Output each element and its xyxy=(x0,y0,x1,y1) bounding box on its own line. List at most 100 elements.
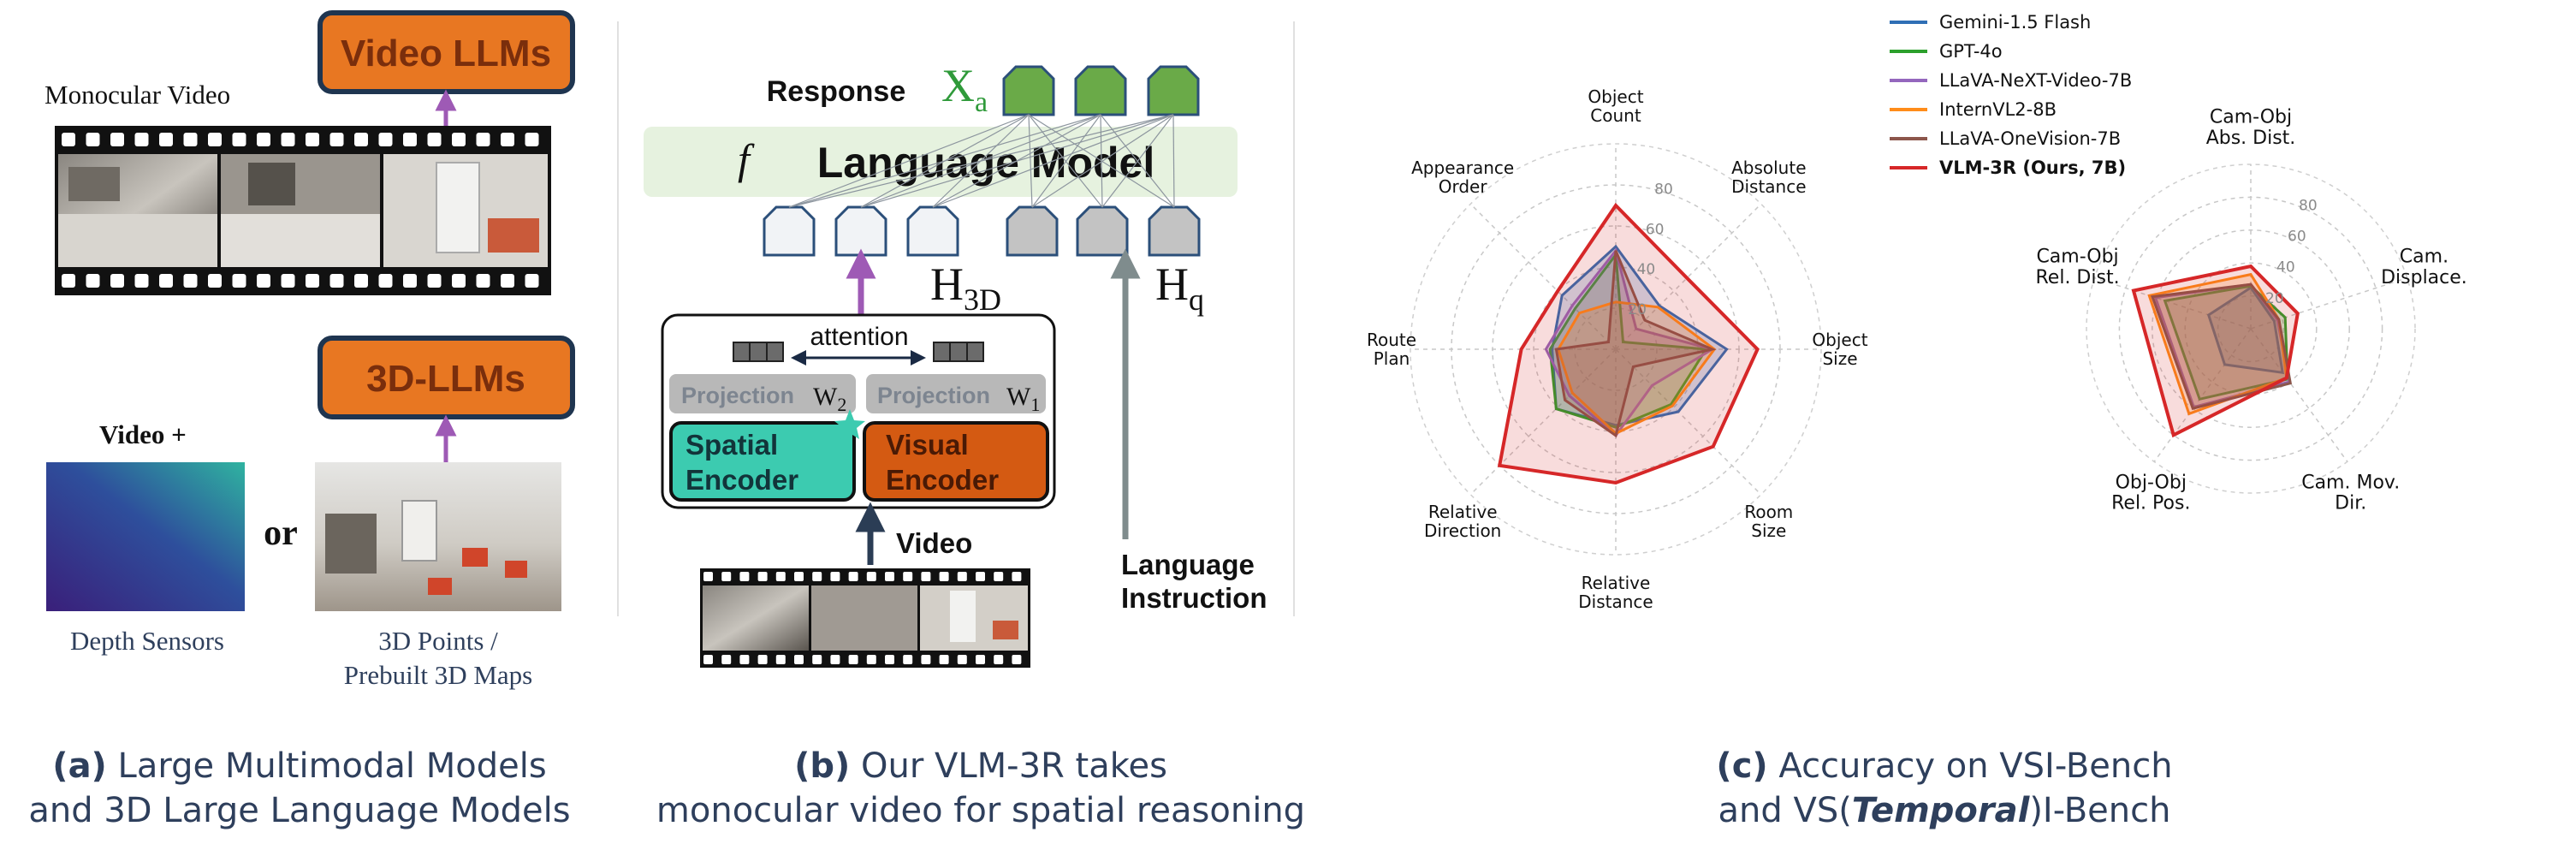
film-hole xyxy=(739,572,750,581)
w1-sub: 1 xyxy=(1030,394,1040,415)
caption-b-line-1: (b) Our VLM-3R takes xyxy=(794,746,1167,786)
film-hole xyxy=(794,572,804,581)
film-hole xyxy=(354,133,368,146)
star-icon xyxy=(834,409,865,439)
film-hole xyxy=(86,133,100,146)
film-hole xyxy=(903,655,913,664)
radar-spoke xyxy=(2250,328,2348,462)
film-hole xyxy=(134,133,149,146)
video-plus-label: Video + xyxy=(99,419,187,449)
caption-c-text-2b: Temporal xyxy=(1852,791,2031,830)
hq-sub: q xyxy=(1189,282,1204,317)
film-hole xyxy=(134,274,149,288)
w1-label: W1 xyxy=(1006,383,1040,415)
response-token xyxy=(1074,65,1127,116)
film-hole xyxy=(703,572,713,581)
attention-link xyxy=(1172,114,1175,208)
language-instruction-line-2: Instruction xyxy=(1121,582,1267,614)
radar-axis-label-line: Plan xyxy=(1374,348,1410,369)
film-hole xyxy=(994,655,1004,664)
h3d-main: H xyxy=(930,259,964,310)
radar-series-gemini-1-5-flash xyxy=(2206,285,2285,375)
film-hole xyxy=(378,274,393,288)
film-hole xyxy=(62,274,75,288)
radar-axis-label-line: Distance xyxy=(1578,591,1653,612)
radar-axis-label-line: Relative xyxy=(1582,573,1651,593)
projection-w2-label: Projection xyxy=(681,383,794,408)
depth-sensors-label: Depth Sensors xyxy=(70,626,224,656)
film-hole xyxy=(183,274,198,288)
attention-link xyxy=(1031,114,1101,208)
radar-axis-label-line: Obj-Obj xyxy=(2116,473,2187,494)
film-hole xyxy=(994,572,1004,581)
visual-encoder-line-2: Encoder xyxy=(886,464,999,496)
caption-c-text-2c: )I-Bench xyxy=(2029,791,2170,830)
film-hole xyxy=(329,133,344,146)
visual-encoder-line-1: Visual xyxy=(886,429,969,461)
attention-link xyxy=(788,114,1030,208)
radar-axis-label-line: Absolute xyxy=(1731,158,1806,178)
radar-spoke xyxy=(1469,203,1617,350)
attention-link xyxy=(1028,114,1103,208)
film-hole xyxy=(452,133,466,146)
film-hole xyxy=(452,274,466,288)
film-hole xyxy=(921,572,931,581)
caption-b-text-1: Our VLM-3R takes xyxy=(850,746,1167,786)
film-hole xyxy=(86,274,100,288)
film-hole xyxy=(329,274,344,288)
h3d-label: H3D xyxy=(930,259,1001,317)
caption-c-line-2: and VS(Temporal)I-Bench xyxy=(1718,791,2171,830)
radar-axis-label-line: Appearance xyxy=(1411,158,1514,178)
w2-sub: 2 xyxy=(837,394,846,415)
radar-spoke xyxy=(1469,348,1617,496)
film-hole xyxy=(403,274,417,288)
film-hole xyxy=(110,274,124,288)
film-hole xyxy=(885,572,894,581)
caption-a-line-1: (a) Large Multimodal Models xyxy=(52,746,546,786)
radar-axis-label-line: Rel. Pos. xyxy=(2111,493,2190,514)
w2-label: W2 xyxy=(813,383,846,415)
xa-label: Xa xyxy=(941,60,988,118)
film-hole xyxy=(830,572,840,581)
film-hole xyxy=(306,133,319,146)
film-hole xyxy=(757,655,768,664)
caption-c-text-2a: and VS( xyxy=(1718,791,1852,830)
radar-axis-label-line: Object xyxy=(1588,86,1643,107)
caption-c-bold: (c) xyxy=(1716,746,1767,786)
film-hole xyxy=(378,133,393,146)
or-label: or xyxy=(264,514,298,553)
radar-grid-circle xyxy=(1410,143,1822,556)
monocular-video-label: Monocular Video xyxy=(45,80,230,110)
film-hole xyxy=(281,133,295,146)
visual-encoder-box xyxy=(863,421,1049,502)
radar-axis-label-line: Rel. Dist. xyxy=(2036,267,2120,288)
film-hole xyxy=(939,655,949,664)
film-hole xyxy=(476,133,490,146)
film-hole xyxy=(110,133,124,146)
h3d-token xyxy=(834,205,887,257)
attention-label: attention xyxy=(810,323,908,351)
h3d-token xyxy=(763,205,816,257)
video-llm-label: Video LLMs xyxy=(341,33,551,74)
spatial-encoder-box xyxy=(669,421,856,502)
spatial-encoder-line-1: Spatial xyxy=(686,429,778,461)
radar-axis-label: Cam. Mov.Dir. xyxy=(2301,473,2400,514)
film-hole xyxy=(208,274,222,288)
attention-link xyxy=(1028,114,1175,208)
radar-tick-label: 20 xyxy=(2265,290,2284,307)
caption-c-line-1: (c) Accuracy on VSI-Bench xyxy=(1716,746,2172,786)
film-hole xyxy=(501,133,514,146)
film-hole xyxy=(257,133,270,146)
attention-link xyxy=(1100,114,1175,208)
caption-b-bold: (b) xyxy=(794,746,850,786)
language-instruction-line-1: Language xyxy=(1121,549,1255,580)
radar-series-gemini-1-5-flash xyxy=(1551,244,1729,427)
attention-link xyxy=(932,114,1174,208)
radar-axis-label-line: Cam. Mov. xyxy=(2301,473,2400,494)
